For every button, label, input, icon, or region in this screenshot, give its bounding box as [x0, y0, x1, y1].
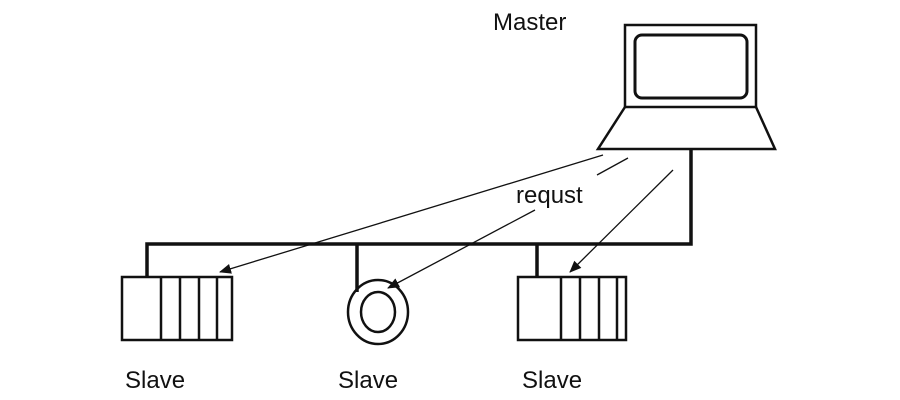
laptop-icon [595, 23, 777, 151]
slave-label-3: Slave [522, 367, 582, 394]
slave-label-2: Slave [338, 367, 398, 394]
request-arrow-2-tail [596, 157, 629, 176]
io-module-icon [120, 275, 234, 342]
slave-label-1: Slave [125, 367, 185, 394]
bus-line [145, 149, 693, 292]
request-arrow-1 [219, 154, 604, 274]
sensor-ring-icon [346, 278, 410, 346]
request-arrow-2 [387, 209, 536, 289]
request-arrow-3 [569, 169, 674, 273]
io-module-icon [516, 275, 628, 342]
request-label: requst [516, 182, 583, 209]
master-label: Master [493, 9, 566, 36]
